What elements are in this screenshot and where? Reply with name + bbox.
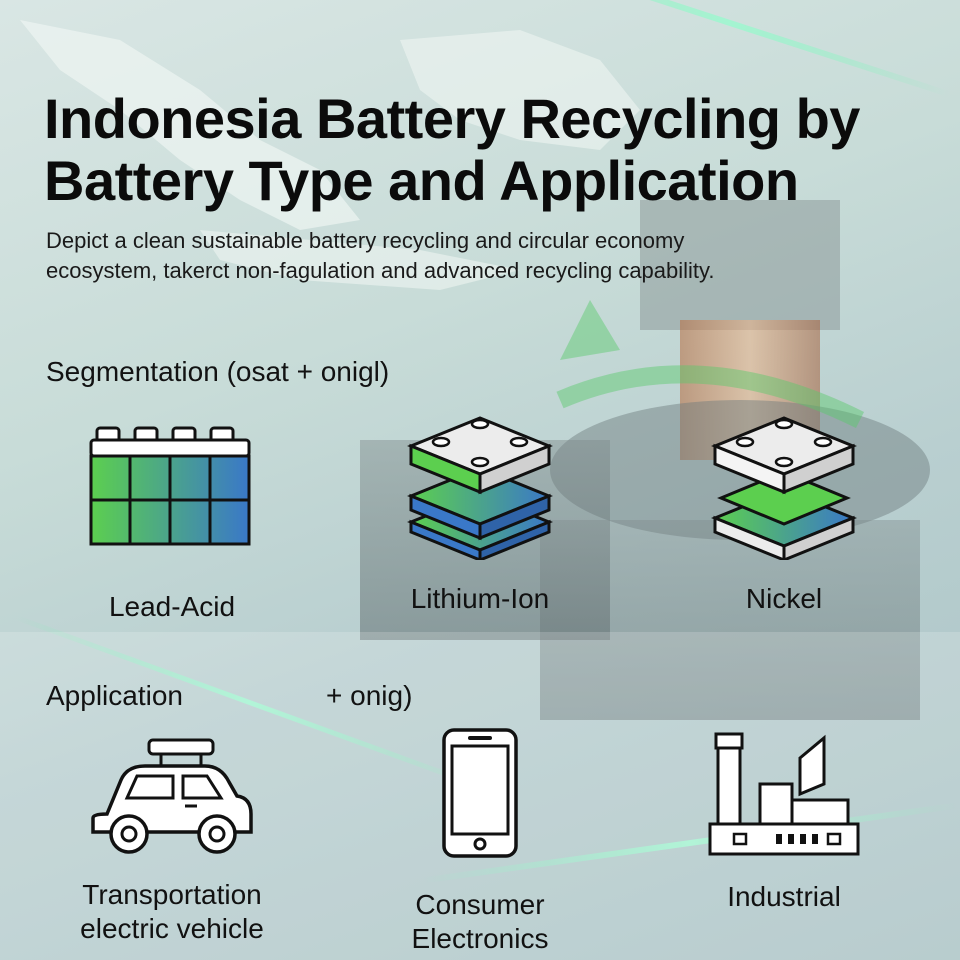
segment-label: Lithium-Ion: [410, 583, 550, 614]
segmentation-heading: Segmentation (osat + onigl): [46, 356, 390, 387]
car-icon: [91, 738, 253, 854]
factory-icon: [708, 732, 860, 856]
application-label: Industrial: [654, 880, 914, 914]
application-label-line: Industrial: [727, 881, 841, 912]
application-label-line: Consumer: [415, 889, 545, 920]
segment-lithium-ion: Lithium-Ion: [350, 410, 610, 616]
application-label: Transportation electric vehicle: [42, 878, 302, 946]
application-heading-extra: + onig): [326, 680, 413, 711]
segment-label: Lead-Acid: [108, 591, 236, 622]
segment-label: Nickel: [745, 583, 823, 614]
segment-nickel: Nickel: [654, 410, 914, 616]
page-title: Indonesia Battery Recycling by Battery T…: [44, 88, 924, 212]
nickel-battery-stack-icon: [711, 416, 857, 560]
application-heading: Application: [46, 680, 183, 711]
application-consumer-electronics: Consumer Electronics: [350, 726, 610, 956]
subtitle-line: Depict a clean sustainable battery recyc…: [46, 228, 685, 253]
application-industrial: Industrial: [654, 728, 914, 914]
application-label: Consumer Electronics: [350, 888, 610, 956]
subtitle: Depict a clean sustainable battery recyc…: [46, 226, 866, 286]
title-line: Battery Type and Application: [44, 149, 799, 212]
application-label-line: Electronics: [411, 923, 549, 954]
application-label-line: electric vehicle: [80, 913, 264, 944]
application-label-line: Transportation: [82, 879, 262, 910]
segment-lead-acid: Lead-Acid: [42, 426, 302, 624]
lithium-ion-cell-stack-icon: [407, 416, 553, 560]
smartphone-icon: [442, 728, 518, 858]
lead-acid-battery-icon: [89, 426, 251, 546]
title-line: Indonesia Battery Recycling by: [44, 87, 860, 150]
subtitle-line: ecosystem, takerct non-fagulation and ad…: [46, 258, 715, 283]
application-transportation: Transportation electric vehicle: [42, 736, 302, 946]
